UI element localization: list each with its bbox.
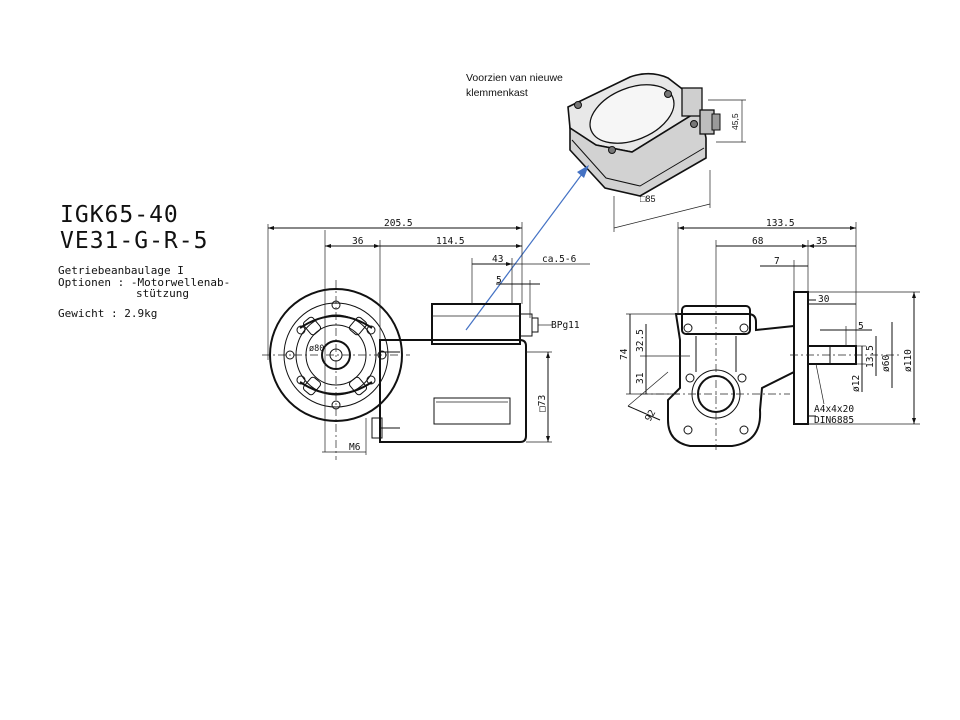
spec-mounting: Getriebeanbaulage I [58,264,184,277]
dim-7-label: 7 [774,256,780,267]
dim-ca-label: ca.5-6 [542,254,577,265]
spec-options-cont: stützung [136,287,189,300]
box-square-label: □85 [640,194,655,204]
terminal-box-image: 45,5 □85 [567,72,746,232]
variant-title: VE31-G-R-5 [60,228,208,254]
dim-36-label: 36 [352,236,364,247]
dim-133-label: 133.5 [766,218,795,229]
end-view: 133.5 68 35 7 30 5 74 32.5 31 92 [619,218,920,450]
model-title: IGK65-40 [60,202,179,228]
front-view: ø80 M6 [262,224,410,460]
flange-m6-label: M6 [349,442,361,453]
key-spec-label: A4x4x20 [814,404,854,415]
dim-68-label: 68 [752,236,764,247]
box-height-label: 45,5 [730,113,740,130]
dim-d60-label: ø60 [881,355,892,372]
dim-92-label: 92 [643,408,658,423]
dim-205-label: 205.5 [384,218,413,229]
flange-d80-label: ø80 [309,344,324,354]
dim-43-label: 43 [492,254,503,265]
dim-135-label: 13.5 [865,345,876,368]
dim-32-label: 32.5 [635,329,646,352]
annotation-line1: Voorzien van nieuwe [466,72,563,84]
dim-d12-label: ø12 [851,375,862,392]
din-label: DIN6885 [814,415,854,426]
dim-d110-label: ø110 [903,349,914,372]
annotation-arrow [465,165,589,331]
side-view: BPg11 205.5 36 114.5 43 ca.5-6 5 □7 [268,218,590,443]
dim-30-label: 30 [818,294,830,305]
dim-31-label: 31 [635,372,646,384]
end-dim-5-label: 5 [858,321,864,332]
annotation-line2: klemmenkast [466,87,528,99]
spec-options: Optionen : -Motorwellenab- [58,276,230,289]
dim-5-label: 5 [496,275,502,286]
bpg11-label: BPg11 [551,320,580,331]
dim-35-label: 35 [816,236,827,247]
dim-114-label: 114.5 [436,236,465,247]
spec-weight: Gewicht : 2.9kg [58,307,157,320]
dim-73-label: □73 [537,395,548,412]
dim-74-label: 74 [619,348,630,360]
